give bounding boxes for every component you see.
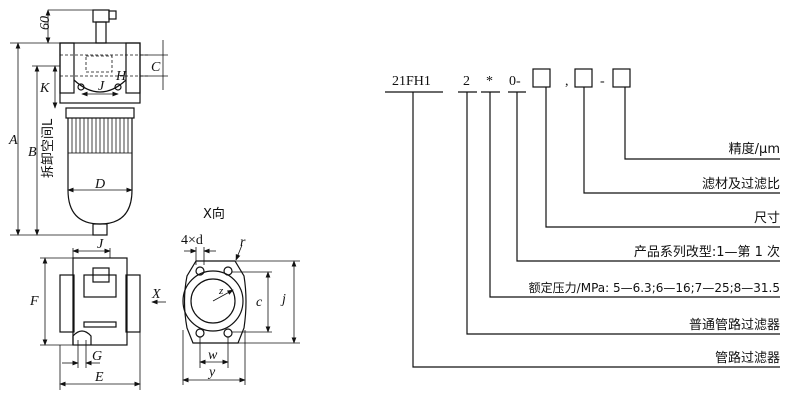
dim-J: J	[98, 79, 105, 94]
dim-y: y	[207, 365, 216, 380]
dim-D: D	[94, 177, 105, 192]
dim-K: K	[39, 81, 50, 96]
code-pressure: *	[486, 74, 493, 89]
label-size: 尺寸	[754, 211, 780, 226]
dim-H: H	[115, 69, 127, 84]
indicator-window	[85, 55, 113, 73]
dim-holes: 4×d	[181, 233, 203, 248]
dim-B: B	[28, 145, 37, 160]
dim-removal-space: 拆卸空间L	[40, 118, 56, 178]
drain-plug	[92, 223, 108, 236]
x-view-title: X向	[203, 206, 225, 222]
dim-w: w	[208, 348, 218, 363]
label-pressure: 额定压力/MPa: 5—6.3;6—16;7—25;8—31.5	[529, 280, 780, 295]
dim-G: G	[92, 349, 102, 364]
x-view: X向 4×d r z c j w y	[181, 206, 300, 385]
code-comma: ,	[565, 74, 569, 89]
connector-plug	[92, 9, 110, 23]
dim-C: C	[151, 60, 161, 75]
model-code-diagram: 21FH1 2 * 0- , - 精度/μm 滤材及过滤比 尺寸 产品系列改型:…	[385, 68, 780, 368]
label-type: 普通管路过滤器	[689, 317, 780, 333]
code-series: 21FH1	[392, 74, 431, 89]
code-type: 2	[463, 74, 470, 89]
bottom-view: J F X G E	[29, 237, 166, 390]
code-precision-box	[612, 68, 631, 88]
dim-r: r	[240, 235, 246, 250]
dim-c: c	[256, 295, 263, 310]
code-size-box	[532, 68, 551, 88]
code-media-box	[574, 68, 593, 88]
code-dash: -	[600, 74, 605, 89]
code-revision: 0-	[509, 74, 521, 89]
dim-A: A	[8, 133, 18, 148]
label-filter-media: 滤材及过滤比	[702, 177, 780, 192]
dim-E: E	[94, 370, 104, 385]
view-arrow-X: X	[151, 287, 161, 302]
dim-j: j	[280, 292, 286, 307]
label-series: 管路过滤器	[715, 350, 780, 366]
dim-60: 60	[38, 16, 53, 30]
dim-J-bottom: J	[97, 237, 104, 252]
label-precision: 精度/μm	[729, 141, 780, 157]
label-revision: 产品系列改型:1—第 1 次	[634, 244, 780, 260]
front-view: 60 A B K 拆卸空间L C H J D	[8, 9, 168, 236]
dim-z: z	[218, 285, 224, 297]
dim-F: F	[29, 294, 39, 309]
